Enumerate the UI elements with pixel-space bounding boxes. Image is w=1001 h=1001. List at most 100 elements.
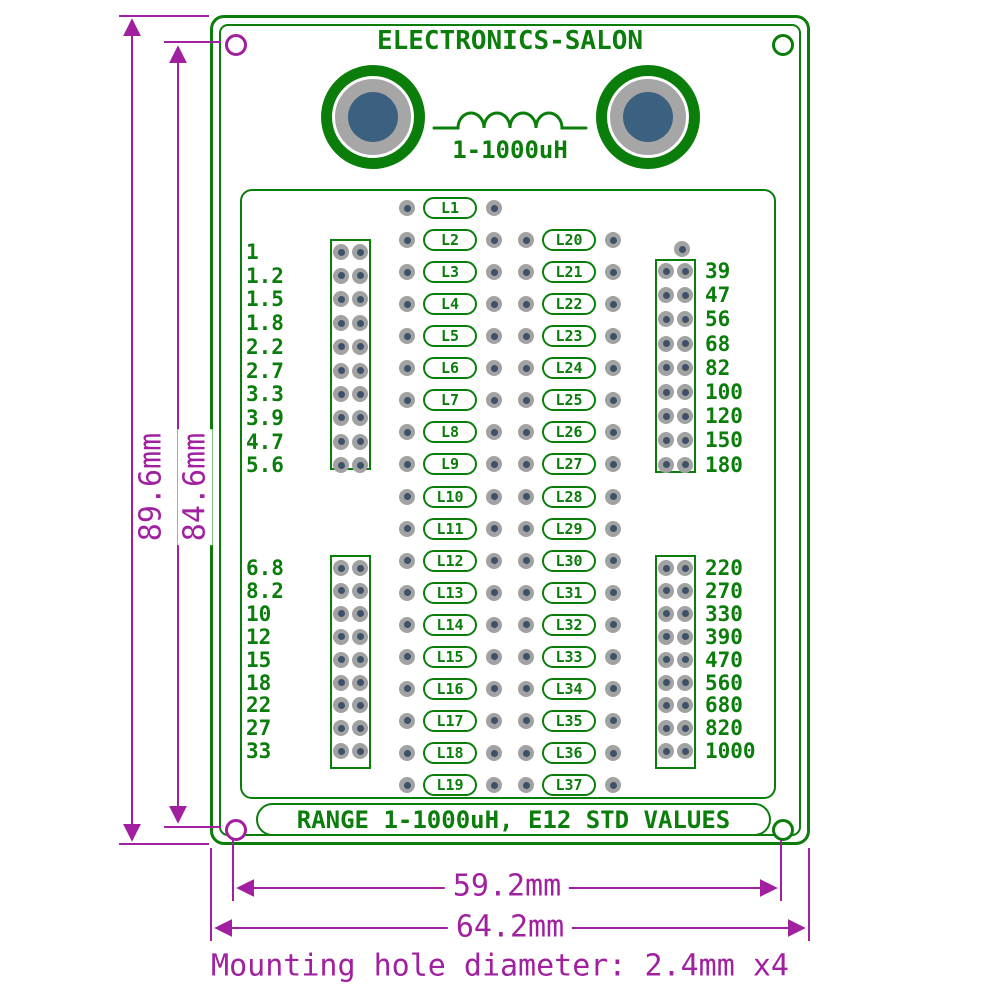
value-label-100: 100: [705, 380, 743, 404]
pad-hole: [337, 679, 345, 686]
solder-pad: [333, 433, 349, 450]
pad-hole: [681, 388, 689, 396]
solder-pad: [333, 267, 349, 284]
solder-pad: [658, 605, 674, 622]
solder-pad: [333, 244, 349, 260]
pad-hole: [356, 438, 364, 446]
terminal-left: [321, 65, 425, 169]
pad-hole: [337, 564, 345, 572]
pad-hole: [337, 747, 345, 755]
pad-hole: [662, 412, 670, 420]
solder-pad: [352, 267, 368, 284]
solder-pad: [333, 362, 349, 379]
solder-pad: [333, 743, 349, 760]
pad-hole: [337, 701, 345, 709]
pad-hole: [337, 438, 345, 446]
pad-hole: [356, 248, 364, 256]
solder-pad: [333, 697, 349, 714]
solder-pad: [677, 697, 693, 714]
solder-pad: [658, 743, 674, 760]
mounting-hole-bottom-right: [772, 819, 794, 841]
value-label-56: 56: [705, 307, 731, 332]
solder-pad: [677, 582, 693, 599]
solder-pad: [677, 408, 693, 425]
solder-pad: [658, 697, 674, 714]
pad-hole: [356, 319, 364, 327]
pad-hole: [662, 656, 670, 664]
solder-pad: [677, 628, 693, 645]
value-label-120: 120: [705, 404, 743, 429]
pad-hole: [662, 633, 670, 641]
pad-hole: [356, 295, 364, 303]
value-label-5.6: 5.6: [246, 453, 284, 478]
pad-hole: [356, 461, 364, 469]
solder-pad: [677, 311, 693, 328]
pad-hole: [662, 724, 670, 732]
value-label-18: 18: [246, 670, 272, 695]
solder-pad: [658, 408, 674, 425]
pad-hole: [681, 364, 689, 372]
value-label-820: 820: [705, 716, 743, 741]
solder-pad: [658, 287, 674, 304]
solder-pad: [333, 651, 349, 668]
coil-range-label: 1-1000uH: [452, 136, 568, 164]
pad-hole: [356, 633, 364, 641]
solder-pad: [333, 628, 349, 645]
solder-pad: [333, 720, 349, 737]
pad-hole: [356, 414, 364, 422]
terminal-right: [596, 65, 700, 169]
value-label-2.2: 2.2: [246, 334, 284, 359]
value-label-27: 27: [246, 716, 272, 741]
pad-hole: [662, 610, 670, 618]
pad-hole: [337, 633, 345, 641]
solder-pad: [658, 582, 674, 599]
value-label-3.3: 3.3: [246, 382, 284, 407]
terminal-right-ring: [607, 76, 689, 158]
solder-pad: [352, 582, 368, 599]
dim-hole-spacing-horizontal: 59.2mm: [444, 868, 570, 904]
solder-pad: [677, 432, 693, 449]
pad-hole: [681, 610, 689, 618]
solder-pad: [352, 720, 368, 737]
solder-pad: [677, 456, 693, 473]
pad-hole: [662, 747, 670, 755]
pad-hole: [337, 343, 345, 351]
value-label-47: 47: [705, 283, 731, 308]
pad-hole: [356, 564, 364, 572]
solder-pad: [352, 244, 368, 260]
solder-pad: [658, 720, 674, 737]
value-label-1000: 1000: [705, 739, 756, 764]
solder-pad: [352, 605, 368, 622]
mounting-hole-bottom-left: [225, 819, 247, 841]
solder-pad: [658, 432, 674, 449]
pad-hole: [678, 245, 686, 253]
pad-hole: [681, 701, 689, 709]
pad-hole: [662, 291, 670, 299]
value-label-150: 150: [705, 428, 743, 453]
value-label-220: 220: [705, 556, 743, 580]
solder-pad: [677, 335, 693, 352]
value-label-3.9: 3.9: [246, 405, 284, 430]
solder-pad: [333, 409, 349, 426]
value-label-560: 560: [705, 670, 743, 695]
single-pad: [674, 241, 690, 257]
pad-hole: [356, 343, 364, 351]
solder-pad: [658, 651, 674, 668]
value-label-68: 68: [705, 331, 731, 356]
pad-hole: [356, 679, 364, 686]
solder-pad: [677, 384, 693, 400]
pad-hole: [337, 656, 345, 664]
value-label-6.8: 6.8: [246, 556, 284, 580]
solder-pad: [658, 311, 674, 328]
value-label-33: 33: [246, 739, 272, 764]
pad-hole: [662, 564, 670, 572]
solder-pad: [352, 315, 368, 332]
pad-hole: [662, 364, 670, 372]
solder-pad: [677, 287, 693, 304]
solder-pad: [677, 359, 693, 376]
pad-hole: [356, 272, 364, 280]
solder-pad: [352, 409, 368, 426]
value-label-180: 180: [705, 452, 743, 477]
dim-hole-spacing-vertical: 84.6mm: [177, 428, 213, 546]
solder-pad: [352, 674, 368, 691]
